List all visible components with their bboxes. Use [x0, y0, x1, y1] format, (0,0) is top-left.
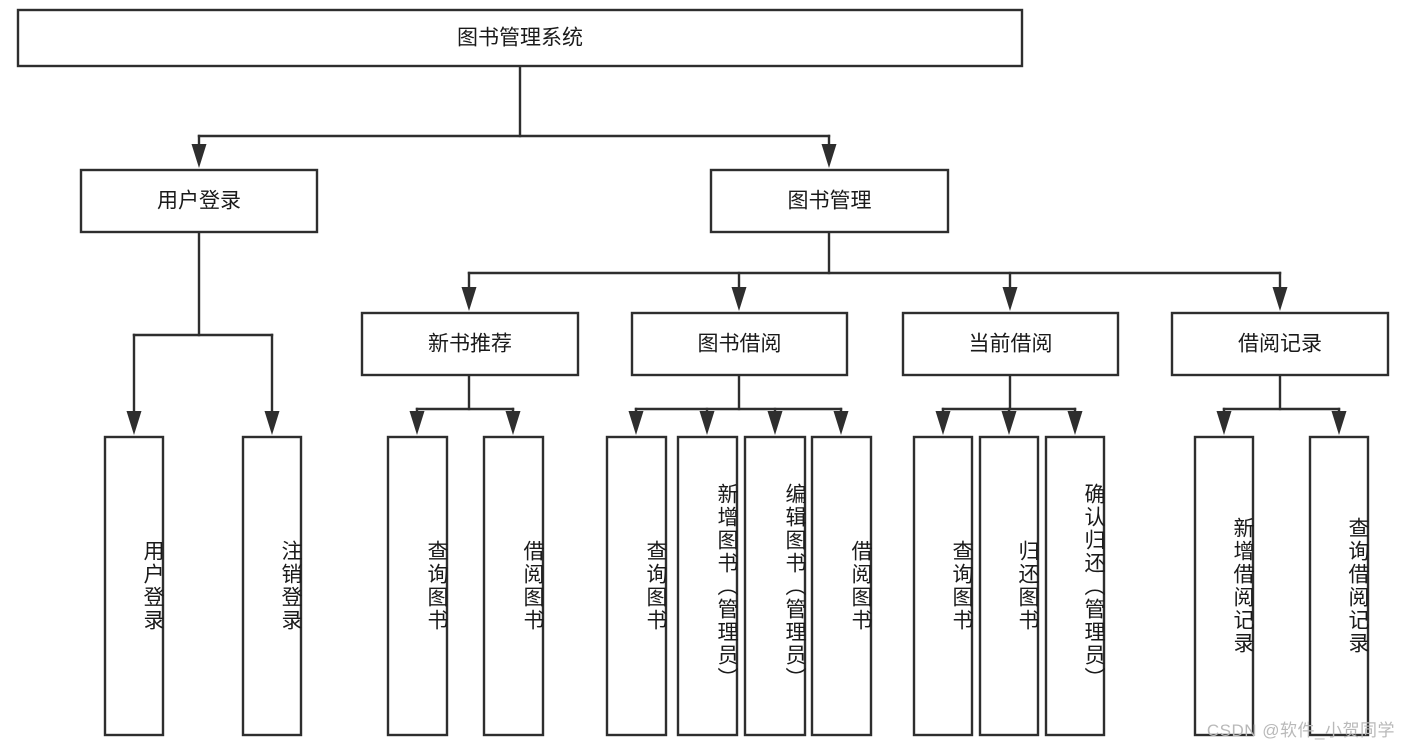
level3-node-label-0: 新书推荐: [428, 333, 512, 356]
level2-node-box-1[interactable]: [709, 168, 950, 234]
leaf-node-box-3[interactable]: [482, 435, 545, 737]
leaf-node-box-7[interactable]: [810, 435, 873, 737]
arrow-to-leaf-10: [1001, 411, 1017, 435]
level2-node-box-0[interactable]: [79, 168, 319, 234]
level3-node-label-3: 借阅记录: [1238, 333, 1322, 356]
level3-node-box-2[interactable]: [901, 311, 1120, 377]
watermark-credit: CSDN @软件_小贺同学: [1206, 721, 1395, 740]
leaf-node-box-8[interactable]: [912, 435, 974, 737]
arrow-to-borrow: [731, 287, 747, 311]
root-node-box-0[interactable]: [16, 8, 1024, 68]
arrow-to-leaf-13: [1331, 411, 1347, 435]
arrow-to-leaf-7: [767, 411, 783, 435]
level3-node-box-0[interactable]: [360, 311, 580, 377]
leaf-node-box-11[interactable]: [1193, 435, 1255, 737]
leaf-node-box-4[interactable]: [605, 435, 668, 737]
root-node-label-0: 图书管理系统: [457, 27, 583, 50]
level3-node-label-2: 当前借阅: [969, 333, 1053, 356]
arrow-heads-layer: [126, 144, 1347, 435]
arrow-to-leaf-9: [935, 411, 951, 435]
level3-node-box-3[interactable]: [1170, 311, 1390, 377]
leaf-node-box-12[interactable]: [1308, 435, 1370, 737]
leaf-node-box-2[interactable]: [386, 435, 449, 737]
node-boxes-layer: [16, 8, 1390, 737]
leaf-node-box-0[interactable]: [103, 435, 165, 737]
arrow-to-leaf-8: [833, 411, 849, 435]
arrow-to-current: [1002, 287, 1018, 311]
arrow-to-leaf-2: [264, 411, 280, 435]
arrow-to-leaf-5: [628, 411, 644, 435]
arrow-to-leaf-11: [1067, 411, 1083, 435]
arrow-to-user-login: [191, 144, 207, 168]
level2-node-label-1: 图书管理: [788, 190, 872, 213]
leaf-node-box-10[interactable]: [1044, 435, 1106, 737]
arrow-to-leaf-6: [699, 411, 715, 435]
level2-node-label-0: 用户登录: [157, 190, 241, 213]
leaf-node-box-6[interactable]: [743, 435, 807, 737]
level3-node-box-1[interactable]: [630, 311, 849, 377]
arrow-to-newbook: [461, 287, 477, 311]
arrow-to-book-mgmt: [821, 144, 837, 168]
arrow-to-leaf-3: [409, 411, 425, 435]
level3-node-label-1: 图书借阅: [698, 333, 782, 356]
arrow-to-leaf-4: [505, 411, 521, 435]
arrow-to-leaf-1: [126, 411, 142, 435]
arrow-to-leaf-12: [1216, 411, 1232, 435]
leaf-node-box-9[interactable]: [978, 435, 1040, 737]
leaf-node-box-1[interactable]: [241, 435, 303, 737]
arrow-to-record: [1272, 287, 1288, 311]
leaf-node-box-5[interactable]: [676, 435, 739, 737]
